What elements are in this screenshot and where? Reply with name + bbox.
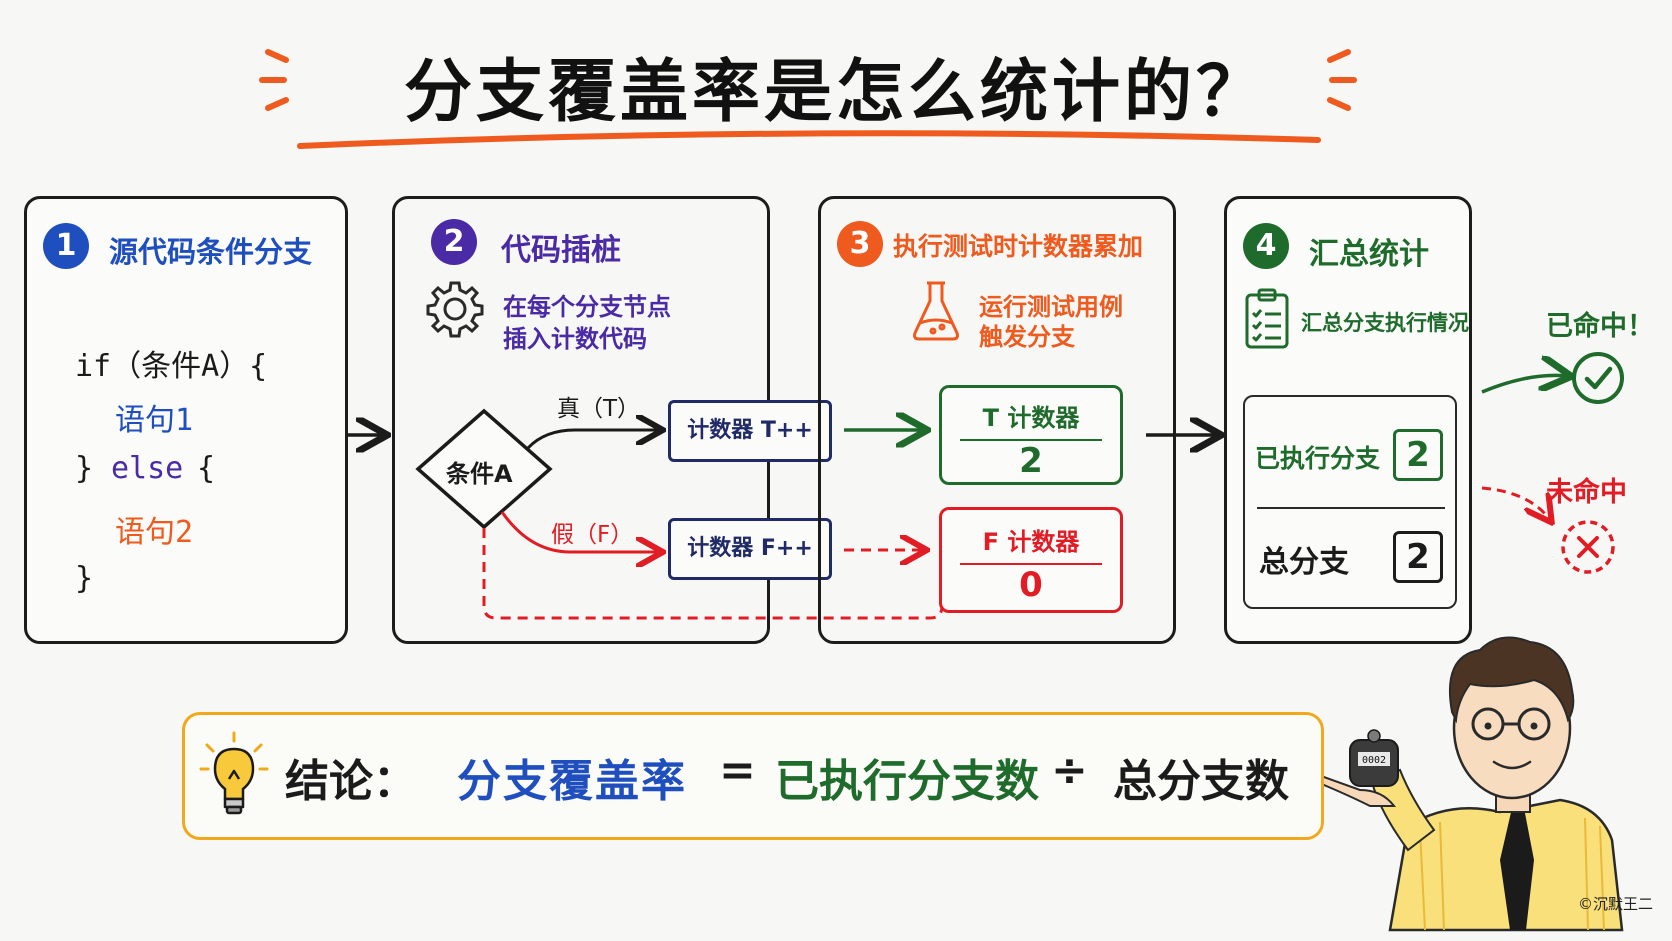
step3-number-badge: 3 [837, 221, 883, 267]
summary-divider [1257, 507, 1445, 509]
step4-panel: 4 汇总统计 汇总分支执行情况 已执行分支 2 总分支 2 [1224, 196, 1472, 644]
t-counter-value: 2 [1019, 441, 1043, 481]
conclusion-numerator: 已执行分支数 [775, 756, 1039, 807]
watermark: ©沉默王二 [1578, 895, 1654, 913]
false-branch-label: 假（F） [551, 522, 634, 548]
svg-text:0002: 0002 [1362, 755, 1386, 766]
title-underline [297, 130, 1321, 149]
hit-label: 已命中！ [1546, 311, 1654, 342]
counter-t-box: 计数器 T++ [668, 400, 832, 462]
code-line-else-keyword: else [111, 451, 184, 486]
flask-icon [913, 281, 959, 341]
decision-condition-label: 条件A [446, 460, 513, 488]
page-title: 分支覆盖率是怎么统计的？ [403, 53, 1268, 132]
step1-panel: 1 源代码条件分支 if（条件A）{ 语句1 } else { 语句2 } [24, 196, 348, 644]
t-counter-divider [960, 439, 1102, 441]
t-counter-label: T 计数器 [982, 404, 1080, 432]
f-counter-label: F 计数器 [982, 528, 1080, 556]
f-counter-divider [960, 563, 1102, 565]
lightbulb-icon [199, 731, 269, 815]
true-branch-arrow [526, 430, 660, 450]
false-branch-arrow [500, 511, 660, 552]
miss-arrow [1481, 486, 1550, 520]
character-illustration: 0002 [1307, 636, 1624, 932]
code-line-else-brace: } [75, 451, 94, 486]
step2-desc-line2: 插入计数代码 [503, 325, 647, 353]
conclusion-box: 结论： 分支覆盖率 = 已执行分支数 ÷ 总分支数 [182, 712, 1324, 840]
counter-f-box: 计数器 F++ [668, 518, 832, 580]
hit-arrow [1481, 375, 1568, 392]
gear-icon [426, 281, 484, 338]
step2-title: 代码插桩 [501, 233, 621, 268]
code-line-else-open: { [197, 451, 216, 486]
conclusion-divide: ÷ [1051, 745, 1088, 796]
step2-desc-line1: 在每个分支节点 [503, 293, 671, 321]
code-line-if: if（条件A）{ [75, 349, 268, 384]
step4-number-badge: 4 [1243, 223, 1289, 269]
check-circle-icon [1572, 352, 1624, 404]
code-line-statement1: 语句1 [115, 403, 194, 438]
f-counter-card: F 计数器 0 [939, 507, 1123, 613]
step1-number-badge: 1 [43, 223, 89, 269]
f-counter-value: 0 [1019, 565, 1043, 605]
summary-card: 已执行分支 2 总分支 2 [1243, 395, 1457, 609]
clipboard-checklist-icon [1245, 288, 1289, 349]
total-branches-value: 2 [1393, 531, 1443, 583]
executed-branches-label: 已执行分支 [1255, 444, 1381, 473]
total-branches-label: 总分支 [1259, 545, 1349, 580]
conclusion-equals: = [719, 745, 756, 796]
step3-desc-line1: 运行测试用例 [979, 293, 1123, 321]
step3-panel: 3 执行测试时计数器累加 运行测试用例 触发分支 T 计数器 2 F 计数器 0 [818, 196, 1176, 644]
title-sparks-left [259, 49, 289, 111]
code-line-close-brace: } [75, 561, 94, 596]
step3-desc-line2: 触发分支 [979, 323, 1075, 351]
step3-title: 执行测试时计数器累加 [893, 232, 1144, 261]
executed-branches-value: 2 [1393, 429, 1443, 481]
conclusion-term: 分支覆盖率 [457, 756, 687, 807]
step1-title: 源代码条件分支 [109, 235, 313, 269]
conclusion-denominator: 总分支数 [1113, 756, 1289, 807]
step4-title: 汇总统计 [1309, 237, 1429, 272]
t-counter-card: T 计数器 2 [939, 385, 1123, 485]
x-circle-icon [1561, 520, 1615, 574]
conclusion-prefix: 结论： [285, 756, 417, 807]
decision-diamond [415, 408, 553, 530]
step4-desc: 汇总分支执行情况 [1301, 311, 1469, 335]
step2-number-badge: 2 [431, 219, 477, 265]
title-sparks-right [1327, 49, 1357, 111]
code-line-statement2: 语句2 [115, 515, 194, 550]
miss-label: 未命中 [1546, 477, 1627, 508]
true-branch-label: 真（T） [557, 396, 641, 422]
